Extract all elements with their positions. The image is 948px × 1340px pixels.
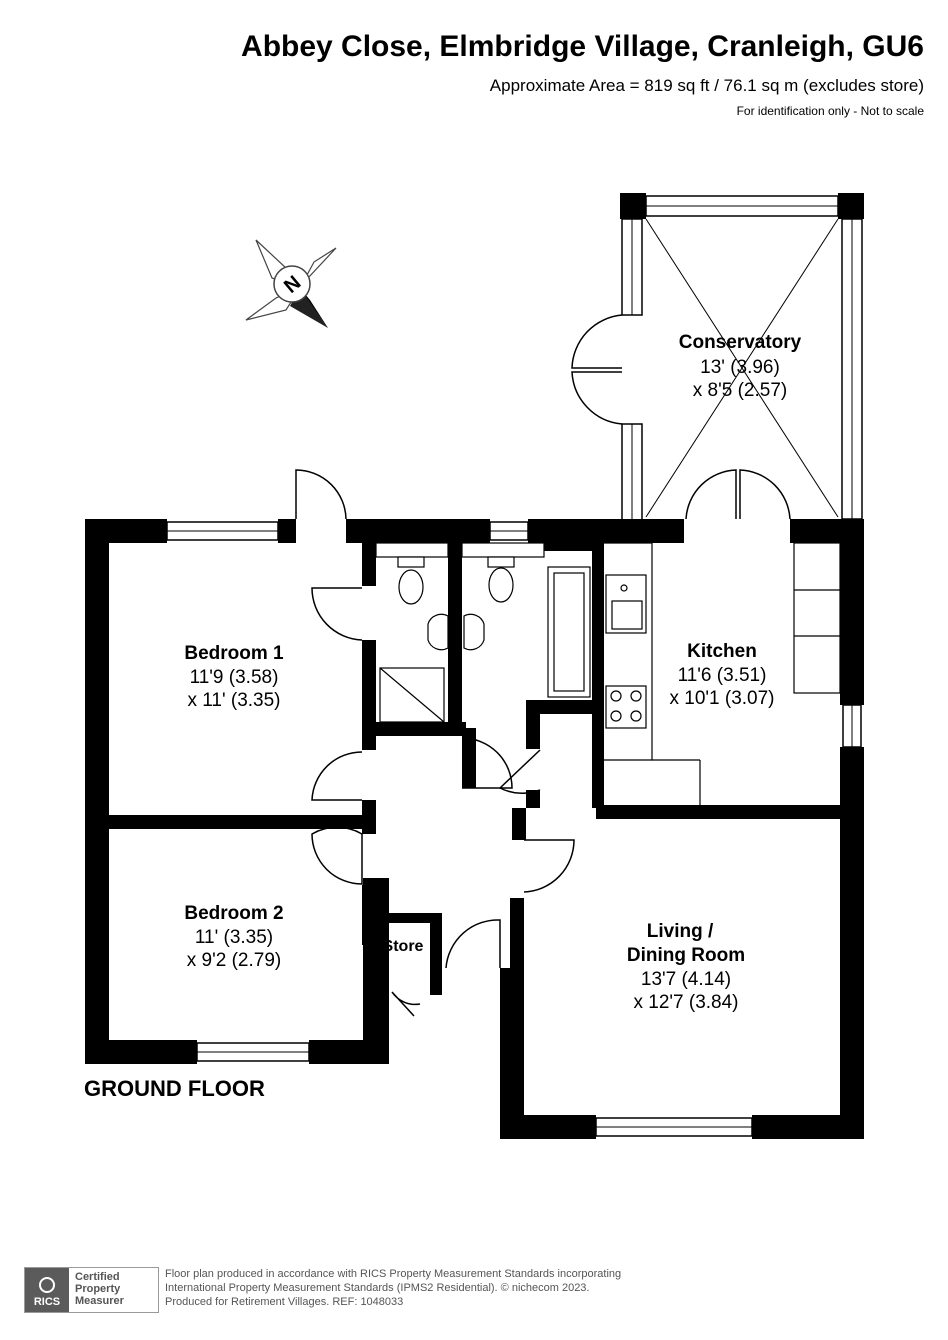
rics-crest-icon — [39, 1277, 55, 1293]
rics-logo-text: RICS — [33, 1296, 61, 1308]
conservatory-dim-1: 13' (3.96) — [700, 357, 780, 378]
area-summary: Approximate Area = 819 sq ft / 76.1 sq m… — [489, 76, 924, 95]
compass-rose-icon: N — [245, 239, 337, 328]
kitchen-dim-1: 11'6 (3.51) — [678, 665, 767, 686]
badge-line-3: Measurer — [75, 1295, 124, 1307]
interior-walls — [109, 543, 840, 945]
living-dim-1: 13'7 (4.14) — [641, 969, 731, 990]
living-label-2: Dining Room — [627, 945, 745, 966]
kitchen-fixtures — [604, 542, 841, 808]
door-swings — [295, 469, 791, 969]
bedroom-1-label: Bedroom 1 — [184, 643, 284, 664]
conservatory-label: Conservatory — [679, 332, 802, 353]
rics-badge: RICS Certified Property Measurer — [24, 1267, 159, 1313]
page-title: Abbey Close, Elmbridge Village, Cranleig… — [241, 30, 924, 63]
bedroom-1-dim-1: 11'9 (3.58) — [190, 667, 279, 688]
bedroom-1-dim-2: x 11' (3.35) — [187, 690, 280, 711]
disclaimer-note: For identification only - Not to scale — [736, 104, 924, 118]
living-label-1: Living / — [647, 921, 714, 942]
living-dim-2: x 12'7 (3.84) — [633, 992, 738, 1013]
footer-line-1: Floor plan produced in accordance with R… — [165, 1268, 622, 1280]
footer-line-2: International Property Measurement Stand… — [165, 1282, 590, 1294]
floor-label: GROUND FLOOR — [84, 1076, 265, 1101]
badge-line-1: Certified — [75, 1271, 120, 1283]
bathroom-fixtures — [375, 542, 591, 723]
bedroom-2-label: Bedroom 2 — [184, 903, 283, 924]
conservatory-structure — [571, 193, 864, 521]
rics-logo: RICS — [25, 1268, 69, 1312]
store-label: Store — [383, 938, 424, 955]
bedroom-2-dim-2: x 9'2 (2.79) — [187, 950, 281, 971]
kitchen-label: Kitchen — [687, 641, 757, 662]
kitchen-dim-2: x 10'1 (3.07) — [669, 688, 774, 709]
footer-notes: Floor plan produced in accordance with R… — [165, 1267, 621, 1309]
conservatory-dim-2: x 8'5 (2.57) — [693, 380, 787, 401]
exterior-walls — [85, 519, 864, 1139]
footer-line-3: Produced for Retirement Villages. REF: 1… — [165, 1296, 404, 1308]
windows — [166, 521, 862, 1137]
store-cupboard — [376, 913, 442, 1017]
bedroom-2-dim-1: 11' (3.35) — [195, 927, 273, 948]
badge-text: Certified Property Measurer — [69, 1268, 124, 1312]
badge-line-2: Property — [75, 1283, 121, 1295]
